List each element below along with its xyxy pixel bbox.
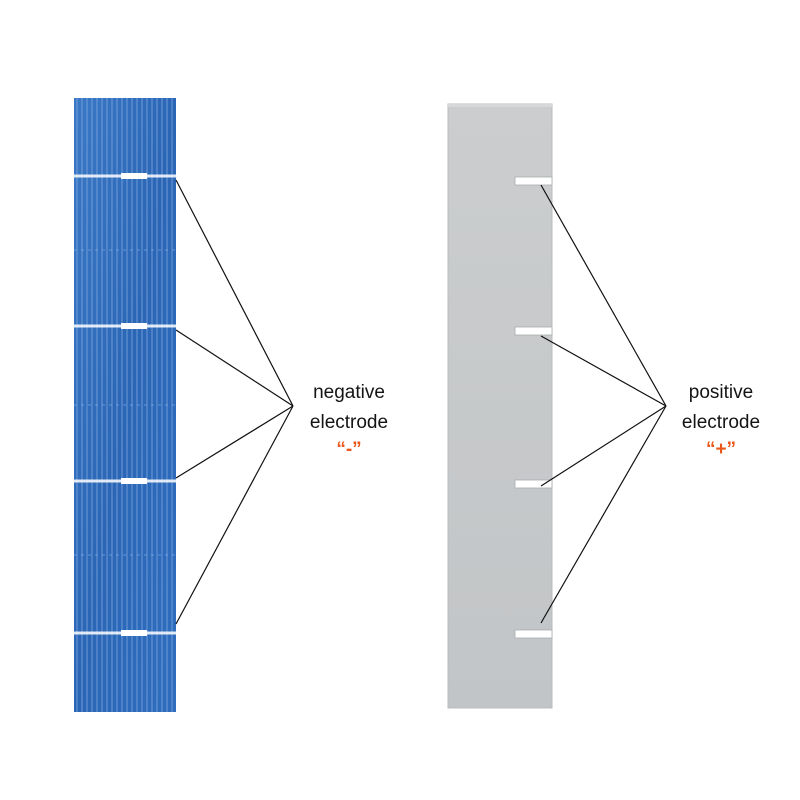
- busbar-pad: [121, 630, 147, 636]
- positive-cell-top-edge: [448, 104, 552, 107]
- positive-label-line1: positive: [689, 382, 753, 403]
- negative-pointer-line: [175, 405, 294, 625]
- positive-pointer-line: [540, 184, 667, 407]
- solder-pad: [514, 326, 553, 336]
- busbar-pad: [121, 323, 147, 329]
- busbar-pad: [121, 478, 147, 484]
- positive-label-line2: electrode: [682, 412, 760, 433]
- positive-solder-pads: [514, 176, 553, 639]
- negative-label-line1: negative: [313, 382, 385, 403]
- negative-label-line2: electrode: [310, 412, 388, 433]
- negative-pointer-line: [175, 179, 294, 407]
- busbar-pad: [121, 173, 147, 179]
- negative-pointer-line: [175, 405, 294, 479]
- positive-label-sign: “+”: [706, 439, 736, 460]
- solder-pad: [514, 176, 553, 186]
- pointer-lines: [175, 179, 667, 625]
- positive-cell-body: [447, 103, 553, 709]
- negative-cell-strip: [74, 98, 176, 712]
- negative-electrode-label: negative electrode “-”: [310, 382, 388, 460]
- positive-electrode-label: positive electrode “+”: [682, 382, 760, 460]
- negative-pointer-line: [175, 329, 294, 407]
- solder-pad: [514, 629, 553, 639]
- solder-pad: [514, 479, 553, 489]
- finger-lines: [74, 98, 176, 712]
- positive-pointer-line: [540, 405, 667, 487]
- negative-label-sign: “-”: [336, 439, 361, 460]
- positive-cell-strip: [447, 103, 553, 709]
- positive-pointer-line: [540, 405, 667, 624]
- negative-busbars: [74, 173, 176, 636]
- positive-pointer-line: [540, 335, 667, 407]
